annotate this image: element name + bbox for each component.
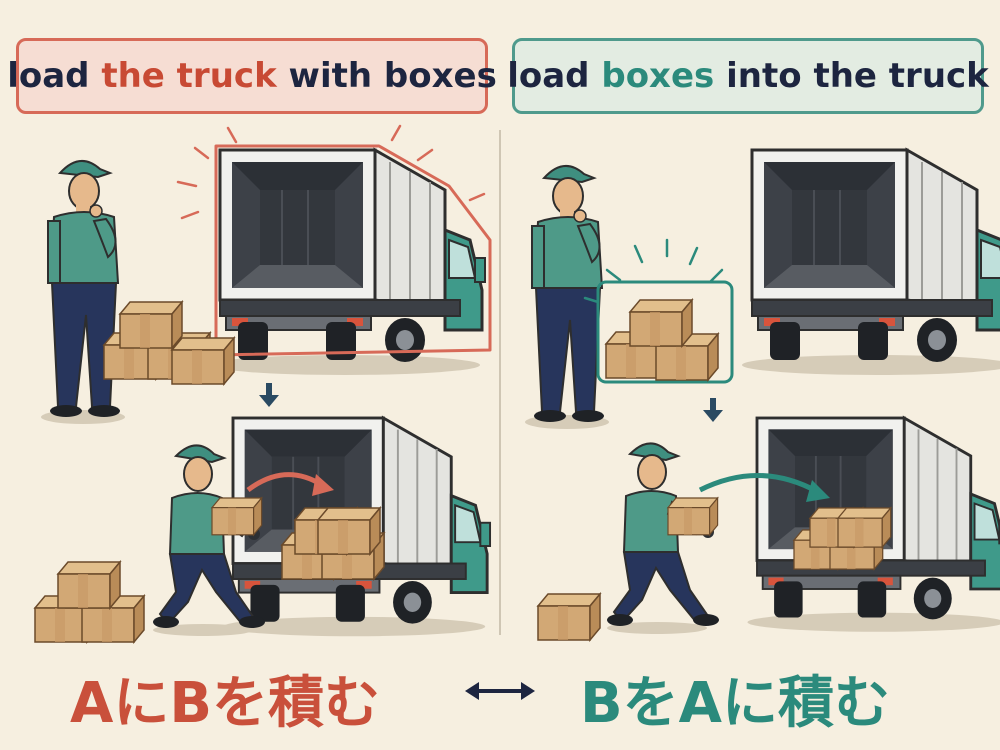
right-bottom-scene	[537, 416, 1000, 641]
panel-divider	[499, 130, 501, 635]
curved-arrow-icon	[246, 472, 324, 493]
left-title-box: load the truck with boxes	[7, 38, 497, 114]
highlighted-boxes-right	[596, 280, 734, 384]
right-title-box: load boxes into the truck	[507, 38, 989, 114]
left-bottom-scene	[34, 416, 492, 643]
swap-arrow-icon	[465, 682, 535, 700]
worker-thinking-right	[524, 164, 610, 430]
left-top-scene	[40, 124, 492, 425]
right-japanese-phrase: BをAに積む	[580, 671, 891, 736]
left-japanese-phrase: AにBを積む	[70, 671, 381, 736]
down-arrow-icon	[703, 398, 723, 422]
left-title-post: with boxes	[288, 56, 497, 96]
left-title-highlight: the truck	[101, 56, 277, 96]
truck-right-top	[740, 148, 1000, 377]
boxes-in-truck-left	[281, 507, 385, 580]
down-arrow-icon	[259, 383, 279, 407]
highlighted-truck-left	[208, 144, 492, 377]
left-title-pre: load	[7, 56, 90, 96]
right-title-post: into the truck	[726, 56, 989, 96]
right-title-highlight: boxes	[601, 56, 715, 96]
curved-arrow-icon	[698, 473, 820, 495]
box-pile-ground-left	[34, 561, 145, 643]
bottom-phrases: AにBを積む BをAに積む	[0, 658, 1000, 738]
attention-lines-right	[583, 238, 724, 304]
worker-carrying-right	[606, 442, 720, 635]
right-title-pre: load	[507, 56, 590, 96]
worker-thinking-left	[40, 159, 126, 425]
attention-lines-left	[176, 124, 486, 220]
right-top-scene	[524, 148, 1000, 430]
box-ground-right	[537, 593, 601, 641]
